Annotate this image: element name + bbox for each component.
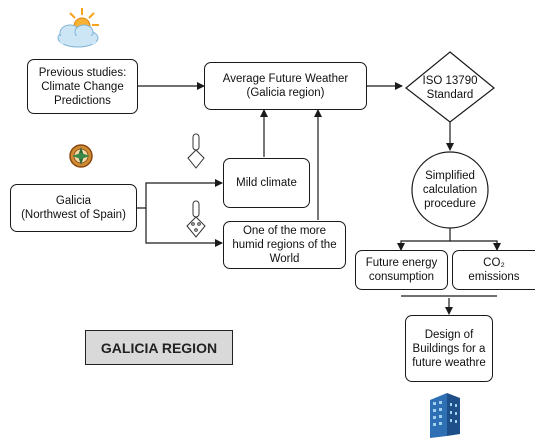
mild-climate-label: Mild climate	[236, 177, 297, 189]
arrow-procedure-split	[397, 228, 451, 251]
procedure-label: Simplified calculation procedure	[422, 170, 478, 210]
compass-icon	[69, 144, 93, 168]
iso-label: ISO 13790 Standard	[422, 75, 478, 101]
previous-studies-box: Previous studies: Climate Change Predict…	[27, 59, 138, 114]
arrow-galicia-to-mild	[137, 179, 223, 209]
average-weather-label: Average Future Weather (Galicia region)	[222, 73, 349, 99]
galicia-region-label: GALICIA REGION	[100, 339, 218, 356]
galicia-region-tag: GALICIA REGION	[85, 330, 233, 365]
mild-climate-box: Mild climate	[223, 158, 310, 208]
arrow-procedure-to-co2	[450, 240, 501, 251]
previous-studies-label: Previous studies: Climate Change Predict…	[38, 66, 127, 107]
thermometer-icon	[187, 133, 205, 169]
design-label: Design of Buildings for a future weathre	[412, 328, 486, 369]
humid-regions-label: One of the more humid regions of the Wor…	[232, 225, 337, 265]
future-energy-box: Future energy consumption	[355, 250, 448, 290]
building-icon	[430, 393, 460, 438]
thermometer-drops-icon	[186, 200, 206, 238]
iso-diamond	[405, 51, 495, 123]
average-weather-box: Average Future Weather (Galicia region)	[204, 62, 367, 110]
future-energy-label: Future energy consumption	[365, 257, 438, 283]
galicia-label: Galicia (Northwest of Spain)	[21, 195, 126, 221]
cloud-sun-icon	[57, 8, 99, 48]
procedure-circle	[411, 151, 489, 229]
humid-regions-box: One of the more humid regions of the Wor…	[223, 221, 346, 269]
co2-label: CO₂ emissions	[468, 257, 520, 283]
arrow-galicia-to-humid	[145, 208, 223, 247]
galicia-box: Galicia (Northwest of Spain)	[10, 184, 137, 232]
co2-box: CO₂ emissions	[452, 250, 535, 290]
design-box: Design of Buildings for a future weathre	[405, 315, 493, 382]
